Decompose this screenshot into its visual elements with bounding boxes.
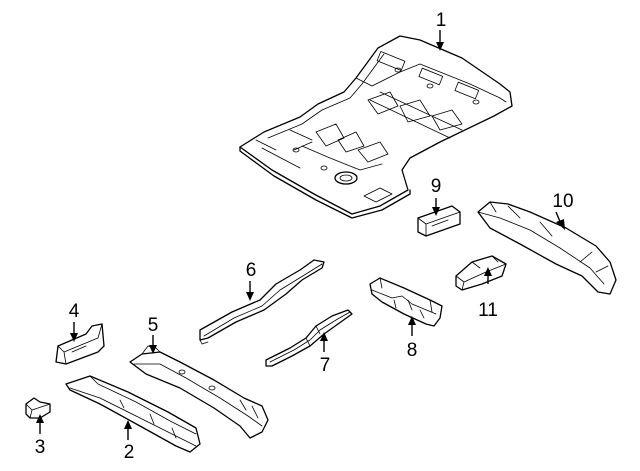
callout-8: 8 xyxy=(407,316,418,361)
part-5-sill[interactable] xyxy=(129,345,269,439)
callout-1-label: 1 xyxy=(436,10,447,31)
part-4-bracket[interactable] xyxy=(55,323,105,365)
part-11-bracket[interactable] xyxy=(455,255,507,291)
callout-5-label: 5 xyxy=(148,315,159,336)
callout-9: 9 xyxy=(431,176,442,216)
callout-7: 7 xyxy=(320,332,331,376)
callout-4: 4 xyxy=(69,301,80,342)
part-10-crossmember[interactable] xyxy=(477,201,617,295)
callout-3-label: 3 xyxy=(35,437,46,458)
callout-7-label: 7 xyxy=(320,355,331,376)
callout-10-label: 10 xyxy=(552,191,573,212)
callout-6: 6 xyxy=(246,260,257,301)
part-8-reinforcement[interactable] xyxy=(369,277,443,327)
part-2-rocker[interactable] xyxy=(65,375,201,453)
callout-11-label: 11 xyxy=(478,300,498,321)
callout-3: 3 xyxy=(35,414,46,458)
part-9-bracket[interactable] xyxy=(417,205,461,237)
part-6-rail[interactable] xyxy=(199,259,325,345)
callout-4-label: 4 xyxy=(69,301,80,322)
callout-6-label: 6 xyxy=(246,260,257,281)
callout-10: 10 xyxy=(552,191,574,230)
callout-11: 11 xyxy=(478,267,498,321)
callout-2-label: 2 xyxy=(124,442,135,463)
part-3-clip[interactable] xyxy=(25,397,51,419)
part-7-rail[interactable] xyxy=(265,309,353,367)
part-1-floor-pan[interactable] xyxy=(239,35,513,219)
callout-9-label: 9 xyxy=(431,176,442,197)
callout-1: 1 xyxy=(436,10,447,51)
callout-8-label: 8 xyxy=(407,340,418,361)
callout-5: 5 xyxy=(148,315,159,354)
callout-2: 2 xyxy=(124,420,135,463)
